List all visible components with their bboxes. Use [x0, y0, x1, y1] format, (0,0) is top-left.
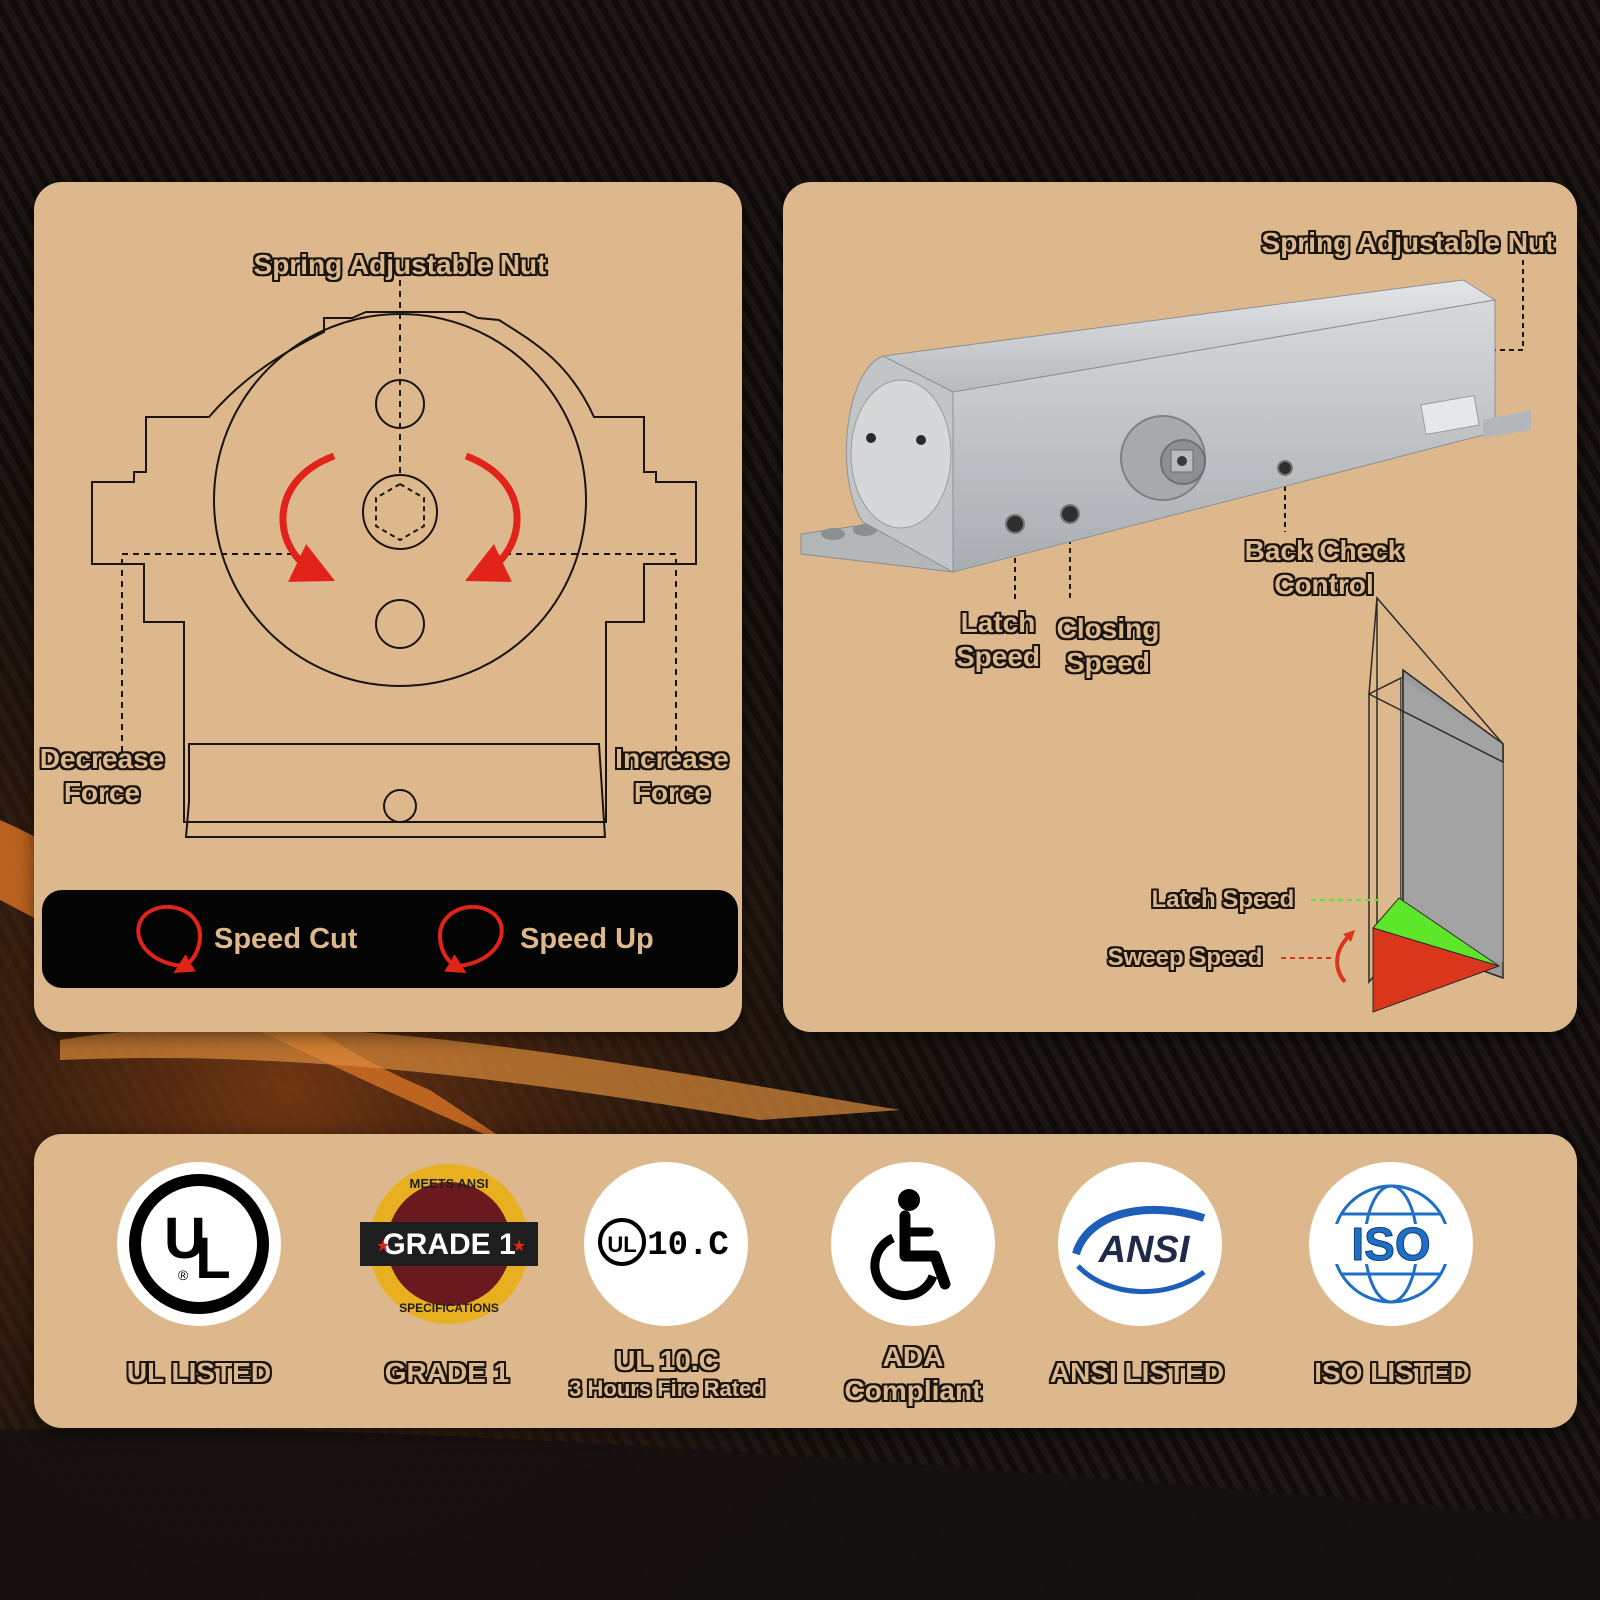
- ul-listed-label: UL LISTED: [126, 1357, 272, 1388]
- grade-1-badge-icon: GRADE 1 ★ ★ MEETS ANSI SPECIFICATIONS: [354, 1156, 544, 1332]
- decrease-force-label-line2: Force: [63, 777, 141, 808]
- ul-logo-icon: U L ®: [117, 1162, 281, 1326]
- door-closer-illustration: [800, 260, 1531, 1013]
- sweep-arrow-icon: [1335, 934, 1351, 984]
- ul-10c-label: UL 10.C: [615, 1345, 719, 1376]
- speed-cut-icon: [136, 904, 203, 974]
- door-closer-panel: Spring Adjustable Nut Latch Speed Closin…: [783, 182, 1577, 1032]
- svg-text:10.C: 10.C: [647, 1227, 729, 1265]
- door-sweep-speed-label: Sweep Speed: [1107, 944, 1263, 971]
- speed-up-label: Speed Up: [520, 923, 654, 955]
- ansi-listed-label: ANSI LISTED: [1049, 1357, 1225, 1388]
- speed-legend: Speed Cut Speed Up: [42, 890, 738, 988]
- svg-text:★: ★: [376, 1238, 390, 1255]
- door-latch-speed-label: Latch Speed: [1151, 886, 1295, 913]
- closing-speed-label-line1: Closing: [1056, 613, 1160, 644]
- latch-speed-label-line1: Latch: [960, 607, 1036, 638]
- svg-text:L: L: [195, 1226, 230, 1291]
- decrease-arrow-icon: [279, 452, 336, 582]
- spring-nut-label: Spring Adjustable Nut: [253, 249, 547, 280]
- increase-force-label-line1: Increase: [615, 743, 729, 774]
- svg-text:®: ®: [178, 1267, 189, 1283]
- decrease-force-label-line1: Decrease: [39, 743, 165, 774]
- increase-force-label-line2: Force: [633, 777, 711, 808]
- svg-text:U: U: [164, 1206, 206, 1271]
- svg-text:ANSI: ANSI: [1098, 1229, 1191, 1271]
- back-check-label-line2: Control: [1274, 569, 1374, 600]
- ada-label-line1: ADA: [882, 1341, 944, 1372]
- sweep-zone: [1372, 927, 1501, 1013]
- closer-spring-nut-label: Spring Adjustable Nut: [1261, 227, 1555, 258]
- svg-text:ISO: ISO: [1351, 1218, 1430, 1270]
- closing-speed-label-line2: Speed: [1065, 647, 1151, 678]
- iso-logo-icon: ISO: [1309, 1162, 1473, 1326]
- spring-nut-diagram: [91, 280, 697, 838]
- certifications-panel: U L ® UL LISTED GRADE 1 ★ ★ MEETS ANSI S…: [34, 1134, 1577, 1428]
- ada-label-line2: Compliant: [844, 1375, 982, 1406]
- force-diagram-panel: Spring Adjustable Nut Decrease Force Inc…: [34, 182, 742, 1032]
- ansi-logo-icon: ANSI: [1058, 1162, 1222, 1326]
- ul-10c-icon: UL 10.C: [584, 1162, 748, 1326]
- back-check-label-line1: Back Check: [1244, 535, 1404, 566]
- svg-text:MEETS ANSI: MEETS ANSI: [410, 1176, 489, 1191]
- svg-text:SPECIFICATIONS: SPECIFICATIONS: [399, 1301, 499, 1315]
- svg-text:GRADE 1: GRADE 1: [382, 1228, 515, 1261]
- speed-cut-label: Speed Cut: [214, 923, 358, 955]
- ul-10c-sublabel: 3 Hours Fire Rated: [569, 1376, 765, 1401]
- iso-listed-label: ISO LISTED: [1314, 1357, 1470, 1388]
- svg-text:★: ★: [512, 1238, 526, 1255]
- svg-text:UL: UL: [607, 1232, 636, 1257]
- wheelchair-icon: [831, 1162, 995, 1326]
- speed-up-icon: [437, 904, 504, 974]
- grade-1-label: GRADE 1: [384, 1357, 510, 1388]
- increase-arrow-icon: [464, 452, 521, 582]
- speed-legend-icons: [136, 904, 504, 974]
- latch-speed-label-line2: Speed: [955, 641, 1041, 672]
